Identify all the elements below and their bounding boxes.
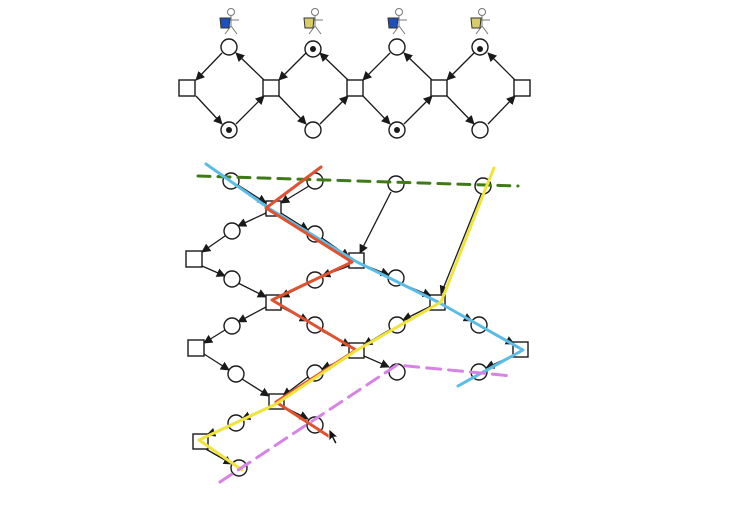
arc xyxy=(363,355,390,368)
arc xyxy=(237,282,267,298)
place xyxy=(387,175,405,193)
place xyxy=(304,121,322,139)
yellow-path xyxy=(197,166,496,472)
annotations xyxy=(196,162,525,484)
transition xyxy=(513,79,531,97)
stick-figure-icon xyxy=(219,8,239,35)
arc xyxy=(282,376,309,397)
blue-path xyxy=(204,162,525,388)
token xyxy=(394,127,400,133)
agents xyxy=(219,8,490,35)
transition xyxy=(262,79,280,97)
arc xyxy=(235,95,265,125)
top-net-arcs xyxy=(195,52,516,125)
arc xyxy=(446,95,475,125)
arc xyxy=(237,306,267,323)
arc xyxy=(403,95,433,125)
arc xyxy=(319,95,349,125)
arc xyxy=(403,52,433,81)
transition xyxy=(430,79,448,97)
token xyxy=(226,127,232,133)
unfolding-places xyxy=(222,172,492,477)
arc xyxy=(278,52,307,81)
arc xyxy=(203,353,230,371)
arc xyxy=(362,95,391,125)
top-net-places xyxy=(220,38,489,139)
place xyxy=(223,222,241,240)
stick-figure-icon xyxy=(387,8,407,35)
place xyxy=(227,365,245,383)
arc xyxy=(235,52,265,81)
red-path xyxy=(264,165,358,439)
top-net-transitions xyxy=(178,79,531,97)
cup-icon xyxy=(470,17,482,29)
arc xyxy=(359,191,392,254)
mouse-pointer-icon xyxy=(328,428,340,445)
cup-icon xyxy=(387,17,399,29)
top-net xyxy=(178,8,531,139)
place xyxy=(388,38,406,56)
arc xyxy=(237,212,267,227)
place xyxy=(223,317,241,335)
place xyxy=(471,121,489,139)
arc xyxy=(487,52,516,81)
transition xyxy=(346,79,364,97)
arc xyxy=(201,265,226,277)
arc xyxy=(319,52,349,81)
arc xyxy=(203,329,226,344)
token xyxy=(310,46,316,52)
transition xyxy=(187,339,205,357)
transition xyxy=(185,250,203,268)
arc xyxy=(439,191,483,295)
arc xyxy=(446,52,475,81)
arc xyxy=(280,185,310,204)
top-net-tokens xyxy=(226,46,483,133)
arc xyxy=(487,95,516,125)
stick-figure-icon xyxy=(303,8,323,35)
arc xyxy=(362,52,391,81)
stick-figure-icon xyxy=(470,8,490,35)
arc xyxy=(195,52,223,81)
cup-icon xyxy=(303,17,315,29)
unfolding-arcs xyxy=(201,184,515,465)
place xyxy=(223,270,241,288)
arc xyxy=(201,235,226,253)
arc xyxy=(195,95,223,125)
arc xyxy=(280,212,309,231)
token xyxy=(477,46,483,52)
arc xyxy=(278,95,307,125)
arc xyxy=(402,305,432,321)
transition xyxy=(178,79,196,97)
place xyxy=(220,38,238,56)
magenta-cut-line xyxy=(218,363,514,484)
cup-icon xyxy=(219,17,231,29)
green-cut-line xyxy=(196,174,520,188)
arc xyxy=(241,378,270,397)
